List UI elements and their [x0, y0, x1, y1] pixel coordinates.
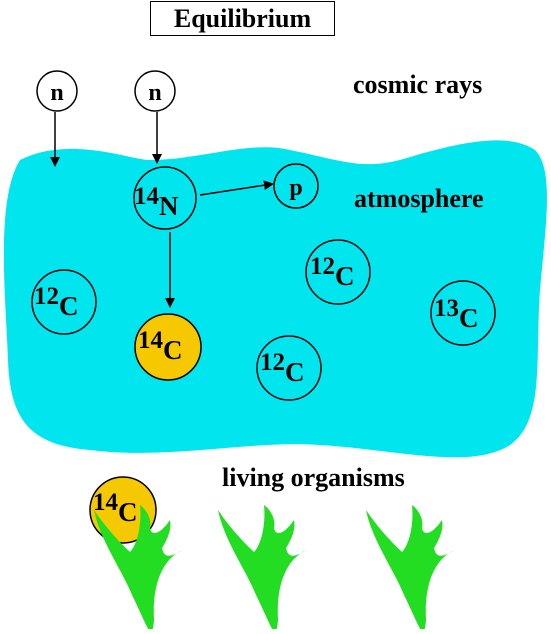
isotope-mass: 14 [138, 327, 164, 354]
isotope-mass: 12 [34, 283, 59, 310]
living-organisms-label: living organisms [222, 463, 405, 492]
proton-label: p [289, 175, 302, 201]
carbon-12-particle: 12C [256, 335, 322, 401]
isotope-mass: 14 [134, 183, 160, 210]
isotope-symbol: C [118, 497, 138, 527]
plant-organism [94, 505, 182, 632]
neutron-particle: n [134, 70, 176, 112]
isotope-mass: 12 [310, 253, 335, 280]
diagram-title: Equilibrium [150, 1, 335, 36]
atmosphere-region [3, 140, 547, 458]
neutron-label: n [50, 80, 63, 106]
isotope-mass: 12 [260, 349, 285, 376]
atmosphere-label: atmosphere [354, 184, 484, 213]
neutron-particle: n [36, 70, 78, 112]
plant-organism [366, 505, 454, 632]
isotope-symbol: N [159, 191, 179, 221]
nitrogen-14-particle: 14N [133, 166, 197, 230]
isotope-symbol: C [459, 303, 479, 333]
carbon-12-particle: 12C [31, 269, 97, 335]
isotope-symbol: C [59, 291, 79, 321]
neutron-label: n [148, 80, 161, 106]
proton-emission-arrow [199, 180, 274, 196]
svg-text:14C: 14C [138, 327, 183, 365]
carbon-13-particle: 13C [430, 280, 496, 346]
svg-text:12C: 12C [310, 253, 355, 291]
svg-text:12C: 12C [260, 349, 305, 387]
isotope-symbol: C [335, 261, 355, 291]
proton-particle: p [273, 163, 319, 209]
isotope-symbol: C [285, 357, 305, 387]
svg-text:13C: 13C [434, 295, 479, 333]
carbon-14-particle: 14C [89, 476, 157, 544]
isotope-symbol: C [163, 335, 183, 365]
isotope-mass: 14 [93, 489, 119, 516]
plant-organism [218, 505, 306, 632]
isotope-mass: 13 [434, 295, 459, 322]
svg-text:12C: 12C [34, 283, 79, 321]
carbon-12-particle: 12C [305, 239, 371, 305]
cosmic-rays-label: cosmic rays [353, 70, 483, 99]
carbon-14-particle: 14C [134, 313, 202, 381]
svg-text:14C: 14C [93, 489, 138, 527]
svg-text:14N: 14N [134, 183, 179, 221]
